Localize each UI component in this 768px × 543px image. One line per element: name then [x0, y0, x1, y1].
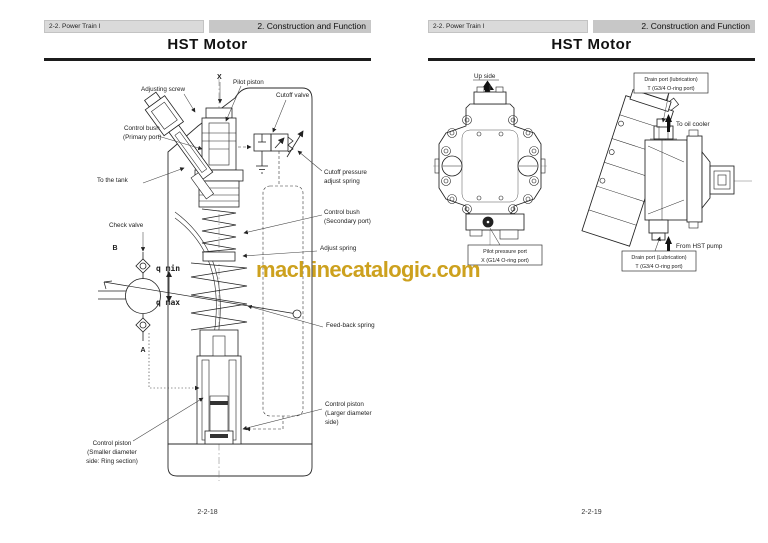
label-drain-port-bottom: Drain port (Lubrication)	[631, 255, 686, 261]
header-section-label: 2-2. Power Train I	[44, 20, 204, 33]
motor-housing-side	[644, 129, 735, 229]
label-control-piston-larger-2: (Larger diameter	[325, 410, 372, 417]
label-cutoff-valve: Cutoff valve	[276, 92, 310, 99]
label-pilot-piston: Pilot piston	[233, 79, 264, 86]
page-title: HST Motor	[167, 36, 248, 53]
label-adjust-spring: Adjust spring	[320, 245, 357, 252]
label-q-min: q min	[156, 263, 180, 273]
hydraulic-circuit	[98, 252, 302, 341]
label-control-piston-smaller: Control piston	[93, 440, 132, 447]
label-drain-port-top: Drain port (lubrication)	[644, 77, 698, 83]
title-rule	[44, 58, 371, 61]
pilot-lines	[148, 144, 304, 432]
label-drain-port-bottom-2: T (G3/4 O-ring port)	[635, 264, 682, 270]
watermark: machinecatalogic.com	[256, 257, 481, 282]
page-left: 2-2. Power Train I 2. Construction and F…	[44, 20, 376, 516]
side-view	[581, 83, 752, 247]
pilot-port-label-box: Pilot pressure port X (G1/4 O-ring port)	[467, 244, 543, 266]
page-number: 2-2-18	[197, 509, 218, 516]
label-feedback-spring: Feed-back spring	[326, 322, 375, 329]
label-control-piston-smaller-2: (Smaller diameter	[87, 449, 137, 456]
label-drain-port-top-2: T (G3/4 O-ring port)	[647, 86, 694, 92]
label-adjusting-screw: Adjusting screw	[141, 86, 186, 93]
label-from-hst-pump: From HST pump	[676, 243, 723, 250]
label-control-bush-primary: Control bush	[124, 125, 160, 132]
drain-top-label-box: Drain port (lubrication) T (G3/4 O-ring …	[633, 72, 709, 123]
label-to-the-tank: To the tank	[97, 177, 129, 184]
label-port-x: X	[217, 74, 222, 81]
label-cutoff-pressure-spring-2: adjust spring	[324, 178, 360, 185]
external-views-diagram: Pilot pressure port X (G1/4 O-ring port)	[433, 72, 752, 272]
label-control-piston-larger: Control piston	[325, 401, 364, 408]
header-chapter-label: 2. Construction and Function	[209, 20, 371, 33]
label-control-piston-larger-3: side)	[325, 419, 339, 426]
drain-bottom-label-box: Drain port (Lubrication) T (G3/4 O-ring …	[621, 236, 697, 272]
label-to-oil-cooler: To oil cooler	[676, 121, 710, 128]
drain-fitting-bottom	[648, 219, 669, 241]
label-q-max: q max	[156, 298, 180, 307]
to-oil-cooler-arrow-icon	[665, 114, 672, 132]
label-cutoff-pressure-spring: Cutoff pressure	[324, 169, 367, 176]
cross-section-diagram: Adjusting screw X Pilot piston Cutoff va…	[86, 74, 375, 481]
page-title: HST Motor	[551, 36, 632, 53]
label-port-b: B	[112, 245, 117, 252]
page-right: 2-2. Power Train I 2. Construction and F…	[384, 0, 768, 543]
adjusting-screw-assembly	[144, 91, 215, 200]
label-control-bush-secondary-2: (Secondary port)	[324, 218, 371, 225]
front-view	[433, 85, 547, 254]
label-port-a: A	[140, 347, 145, 354]
from-hst-pump-arrow-icon	[665, 236, 672, 254]
label-pilot-pressure-port: Pilot pressure port	[483, 249, 527, 255]
label-control-bush-secondary: Control bush	[324, 209, 360, 216]
page-number: 2-2-19	[581, 509, 602, 516]
cutoff-valve-symbol	[253, 130, 304, 174]
label-control-bush-primary-2: (Primary port)	[123, 134, 161, 141]
label-control-piston-smaller-3: side: Ring section)	[86, 458, 138, 465]
header-section-label: 2-2. Power Train I	[428, 20, 588, 33]
label-check-valve: Check valve	[109, 222, 144, 229]
label-pilot-pressure-port-2: X (G1/4 O-ring port)	[481, 258, 529, 264]
bolt-circles	[441, 115, 539, 214]
header-chapter-label: 2. Construction and Function	[593, 20, 755, 33]
leader-lines	[132, 82, 324, 442]
title-rule	[428, 58, 755, 61]
label-up-side: Up side	[474, 73, 496, 80]
